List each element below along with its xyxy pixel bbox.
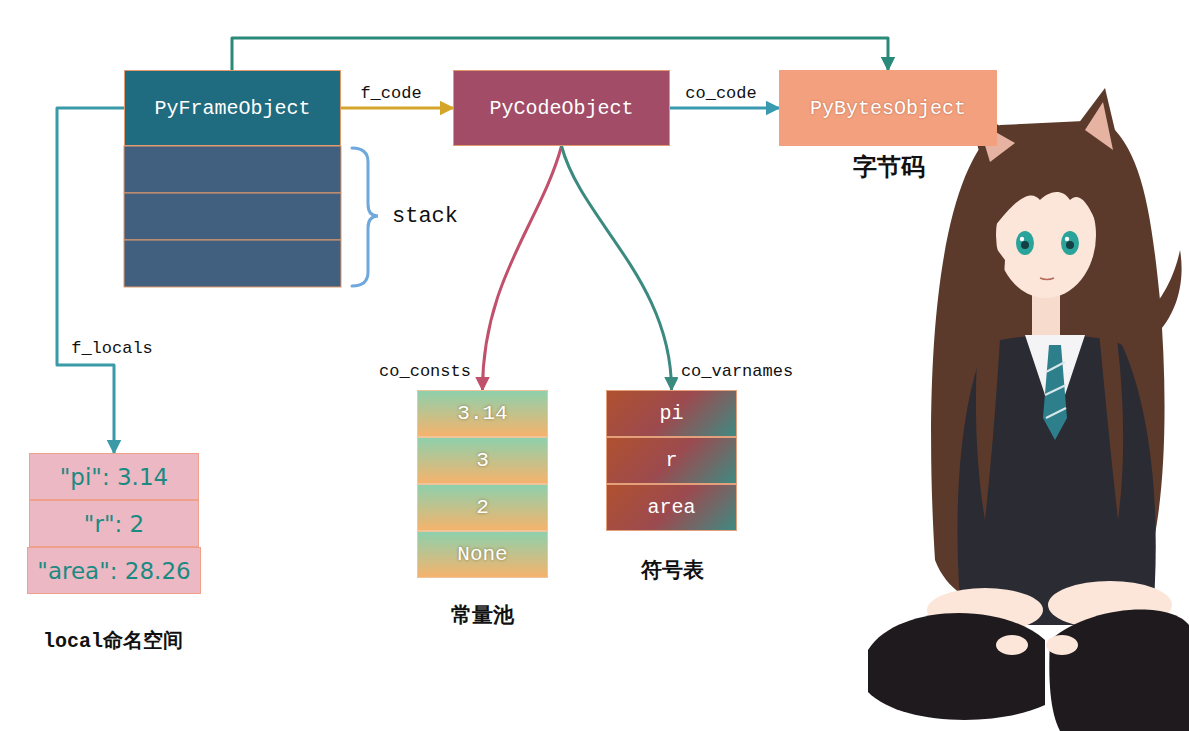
object-box: PyCodeObject xyxy=(453,70,670,146)
box-text: area xyxy=(647,496,695,519)
caption-label: local命名空间 xyxy=(43,627,183,654)
caption-text: 符号表 xyxy=(641,556,704,584)
stack-cell xyxy=(124,193,341,240)
pointer-arrow xyxy=(57,108,124,453)
pointer-arrow xyxy=(483,146,562,390)
box-text: 3 xyxy=(476,449,489,472)
caption-label: 常量池 xyxy=(451,601,514,629)
box-text: None xyxy=(457,543,507,566)
caption-text: 常量池 xyxy=(451,601,514,629)
pointer-label: f_code xyxy=(357,84,424,103)
box-text: r xyxy=(665,449,677,472)
caption-label: stack xyxy=(392,204,458,229)
caption-label: 符号表 xyxy=(641,556,704,584)
box-text: PyFrameObject xyxy=(154,97,310,120)
object-box: 3.14 xyxy=(417,390,548,437)
anime-girl-illustration xyxy=(868,88,1189,731)
pointer-arrow xyxy=(341,107,453,110)
box-text: PyCodeObject xyxy=(489,97,633,120)
object-box: pi xyxy=(606,390,737,437)
object-box: "pi": 3.14 xyxy=(29,453,199,500)
caption-text: local命名空间 xyxy=(43,627,183,654)
box-text: "r": 2 xyxy=(84,511,144,537)
object-box: "area": 28.26 xyxy=(27,547,200,594)
object-box: PyFrameObject xyxy=(124,70,341,146)
caption-text: 字节码 xyxy=(853,151,925,183)
box-text: "pi": 3.14 xyxy=(60,464,168,490)
box-text: 2 xyxy=(476,496,489,519)
object-box: None xyxy=(417,531,548,578)
object-box: r xyxy=(606,437,737,484)
object-box: 2 xyxy=(417,484,548,531)
stack-brace xyxy=(352,148,378,286)
box-text: 3.14 xyxy=(457,402,507,425)
object-box: 3 xyxy=(417,437,548,484)
stack-cell xyxy=(124,146,341,193)
pointer-label: f_locals xyxy=(68,339,156,358)
object-box: "r": 2 xyxy=(29,500,199,547)
object-box: PyBytesObject xyxy=(779,70,997,146)
pointer-arrow xyxy=(562,146,672,390)
object-box: area xyxy=(606,484,737,531)
box-text: pi xyxy=(659,402,683,425)
caption-label: 字节码 xyxy=(853,151,925,183)
pointer-label: co_code xyxy=(682,84,759,103)
stack-cell xyxy=(124,240,341,287)
caption-text: stack xyxy=(392,204,458,229)
box-text: PyBytesObject xyxy=(810,97,966,120)
pointer-label: co_consts xyxy=(376,362,474,381)
pointer-arrow xyxy=(232,38,888,70)
box-text: "area": 28.26 xyxy=(37,558,190,584)
pointer-arrow xyxy=(670,107,779,110)
pointer-label: co_varnames xyxy=(678,362,796,381)
